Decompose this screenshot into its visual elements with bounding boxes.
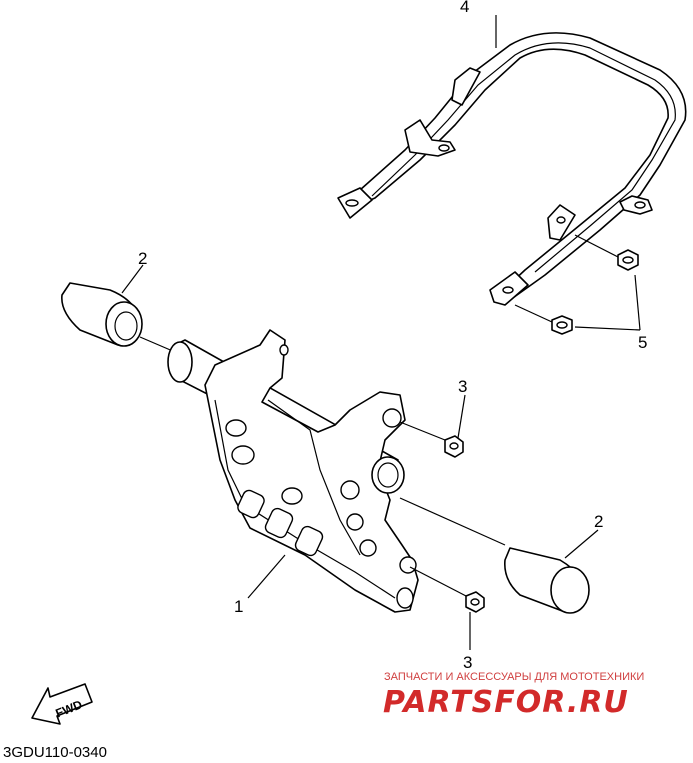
bar-end-cap-left[interactable]: [61, 282, 176, 353]
diagram-code: 3GDU110-0340: [3, 744, 107, 761]
guard-plate-part[interactable]: [167, 329, 419, 613]
grab-bar-part[interactable]: [337, 32, 687, 306]
callout-part-2-top: 2: [138, 249, 147, 268]
callout-part-3-bottom: 3: [463, 653, 472, 672]
bar-end-cap-right[interactable]: [399, 497, 590, 614]
bolt-5-lower[interactable]: [514, 304, 573, 335]
watermark-tagline: ЗАПЧАСТИ И АКСЕССУАРЫ ДЛЯ МОТОТЕХНИКИ: [384, 671, 644, 683]
bolt-5-upper[interactable]: [574, 234, 639, 271]
leader-lines: [121, 15, 641, 650]
fwd-arrow-icon: FWD: [31, 683, 93, 725]
callout-part-5: 5: [638, 333, 647, 352]
callout-part-3-top: 3: [458, 377, 467, 396]
bolt-3-upper[interactable]: [399, 421, 464, 458]
callout-part-4: 4: [460, 0, 469, 16]
callout-part-1: 1: [234, 597, 243, 616]
callout-part-2-bottom: 2: [594, 512, 603, 531]
watermark-logo: PARTSFOR.RU: [383, 685, 629, 720]
bolt-3-lower[interactable]: [409, 566, 485, 613]
